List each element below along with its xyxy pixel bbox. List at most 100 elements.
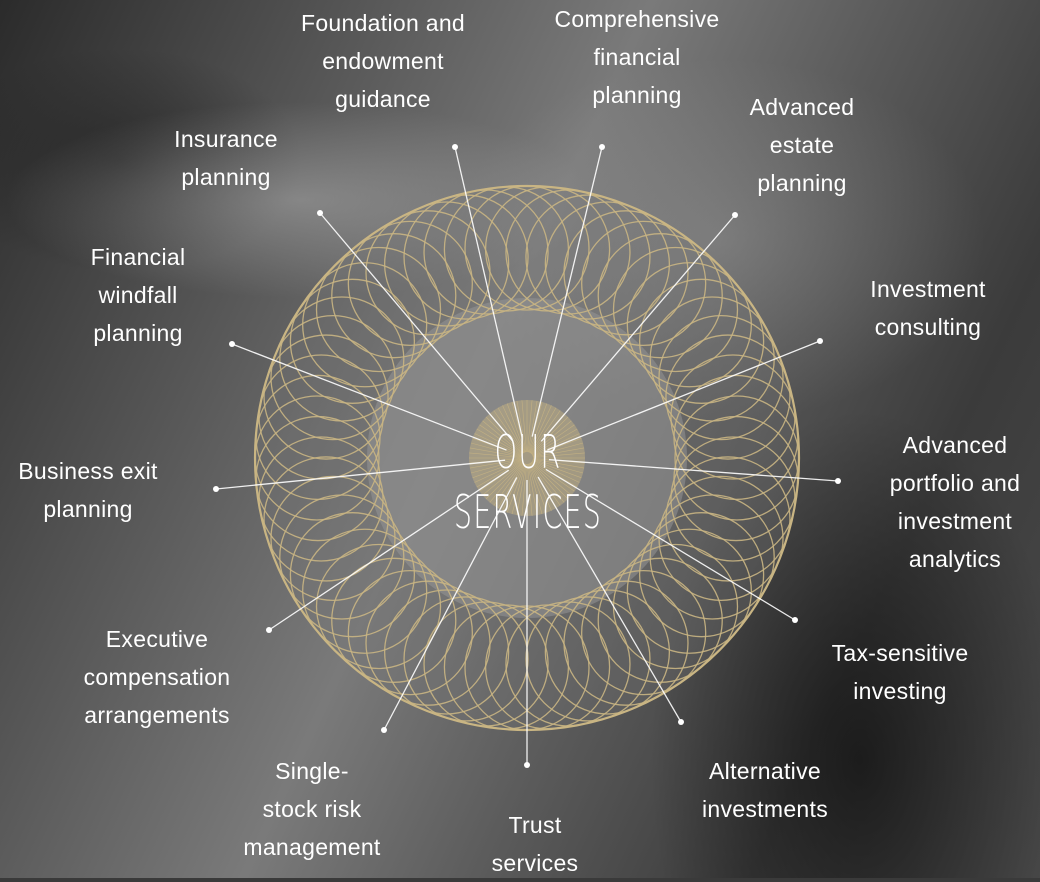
rosette-loop bbox=[626, 528, 752, 654]
rosette-loop bbox=[289, 278, 416, 404]
connector-line bbox=[548, 458, 839, 482]
core-ray bbox=[502, 405, 525, 453]
core-ray bbox=[532, 460, 580, 483]
core-ray bbox=[531, 424, 575, 455]
rosette-loop bbox=[581, 569, 707, 696]
core-ray bbox=[528, 463, 543, 515]
service-label-comprehensive-planning: Comprehensive financial planning bbox=[554, 6, 720, 108]
service-label-estate-planning: Advanced estate planning bbox=[749, 94, 855, 196]
core-ray bbox=[506, 403, 526, 453]
connector-dot bbox=[524, 762, 530, 768]
core-ray bbox=[476, 428, 522, 456]
connector-line bbox=[268, 469, 510, 631]
core-ray bbox=[532, 447, 585, 458]
rosette-loop bbox=[331, 233, 457, 359]
service-label-single-stock: Single- stock risk management bbox=[243, 758, 381, 860]
rosette-loop bbox=[544, 589, 671, 715]
rosette-loop bbox=[638, 278, 765, 404]
core-ray bbox=[527, 463, 533, 516]
core-ray bbox=[527, 400, 533, 453]
service-label-investment-consulting: Investment consulting bbox=[870, 276, 986, 340]
connector-dot bbox=[229, 341, 235, 347]
rosette-loop bbox=[263, 334, 389, 460]
connector-line bbox=[531, 146, 603, 437]
service-label-insurance-planning: Insurance planning bbox=[174, 126, 278, 190]
service-label-business-exit: Business exit planning bbox=[18, 458, 158, 522]
core-ray bbox=[485, 416, 523, 454]
rosette-loop bbox=[626, 262, 752, 388]
rosette-loop bbox=[315, 246, 442, 373]
connector-dot bbox=[381, 727, 387, 733]
core-ray bbox=[474, 433, 522, 456]
core-ray bbox=[469, 447, 522, 458]
rosette-loop bbox=[289, 512, 416, 638]
core-ray bbox=[511, 463, 526, 515]
rosette-loop bbox=[525, 596, 651, 722]
rosette-loop bbox=[365, 580, 491, 706]
core-ray bbox=[506, 463, 526, 513]
connector-line bbox=[547, 340, 821, 451]
core-ray bbox=[528, 463, 548, 513]
service-label-executive-compensation: Executive compensation arrangements bbox=[83, 626, 231, 728]
connector-line bbox=[545, 468, 796, 621]
core-ray bbox=[529, 405, 552, 453]
connector-dot bbox=[678, 719, 684, 725]
rosette-loop bbox=[665, 334, 791, 460]
core-ray bbox=[527, 400, 538, 453]
core-ray bbox=[528, 401, 543, 453]
core-ray bbox=[532, 458, 585, 469]
rosette-ring bbox=[253, 184, 801, 732]
connector-line bbox=[383, 477, 518, 731]
core-ray bbox=[516, 463, 527, 516]
core-ray bbox=[516, 400, 527, 453]
core-ray bbox=[470, 442, 522, 457]
core-ray bbox=[521, 400, 527, 453]
inner-disc bbox=[367, 298, 687, 618]
core-ray bbox=[531, 461, 572, 496]
connector-dot bbox=[732, 212, 738, 218]
core-ray bbox=[532, 433, 580, 456]
core-ray bbox=[530, 410, 561, 454]
connector-lines bbox=[213, 144, 841, 768]
connector-line bbox=[215, 459, 506, 490]
service-label-financial-windfall: Financial windfall planning bbox=[90, 244, 186, 346]
rosette-loop bbox=[383, 589, 510, 715]
connector-dot bbox=[266, 627, 272, 633]
connector-dot bbox=[835, 478, 841, 484]
core-ray bbox=[493, 462, 524, 506]
core-ray bbox=[497, 463, 525, 509]
rosette-loop bbox=[331, 557, 457, 683]
rosette-loop bbox=[279, 296, 405, 422]
rosette-loop bbox=[525, 194, 651, 320]
core-ray bbox=[532, 442, 584, 457]
diagram-title: OUR SERVICES bbox=[453, 425, 603, 539]
core-ray bbox=[502, 463, 525, 511]
core-ray bbox=[493, 410, 524, 454]
connector-dot bbox=[817, 338, 823, 344]
rosette-loop bbox=[638, 512, 765, 638]
connector-dot bbox=[317, 210, 323, 216]
core-ray bbox=[532, 428, 578, 456]
service-label-foundation: Foundation and endowment guidance bbox=[300, 10, 466, 112]
core-ray bbox=[497, 407, 525, 453]
core-ray bbox=[527, 463, 538, 516]
connector-dot bbox=[452, 144, 458, 150]
rosette-loop bbox=[544, 201, 671, 327]
rosette-loop bbox=[665, 456, 791, 582]
rosette-loop bbox=[597, 557, 723, 683]
core-ray bbox=[476, 460, 522, 488]
connector-dot bbox=[599, 144, 605, 150]
core-ray bbox=[530, 462, 561, 506]
core-ray bbox=[532, 452, 585, 458]
service-label-tax-sensitive: Tax-sensitive investing bbox=[831, 640, 969, 704]
core-ray bbox=[482, 461, 523, 496]
rosette-loop bbox=[302, 528, 428, 654]
rosette-loop bbox=[270, 475, 396, 602]
rosette-loop bbox=[612, 246, 739, 373]
core-ray bbox=[470, 459, 522, 474]
core-ray bbox=[521, 463, 527, 516]
rosette-loop bbox=[263, 456, 389, 582]
core-ray bbox=[485, 462, 523, 500]
rosette-loop bbox=[403, 596, 529, 722]
